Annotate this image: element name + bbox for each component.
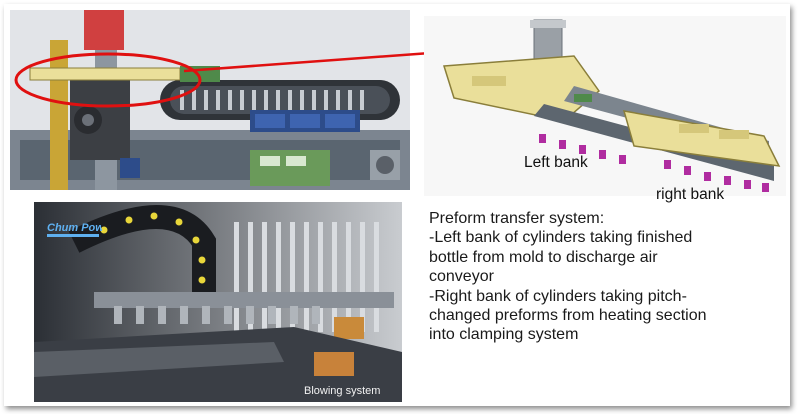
description-line: bottle from mold to discharge air (429, 248, 658, 266)
svg-text:Chum Power: Chum Power (47, 222, 102, 234)
description-line: Preform transfer system: (429, 210, 605, 227)
description-line: -Right bank of cylinders taking pitch- (429, 287, 687, 305)
description-line: conveyor (429, 268, 494, 286)
photo-caption: Blowing system (304, 385, 381, 397)
description-line: -Left bank of cylinders taking finished (429, 229, 693, 247)
slide: Left bank right bank (4, 4, 790, 406)
brand-logo: Chum Power (47, 222, 102, 237)
right-bank-label: right bank (656, 186, 725, 203)
left-bank-label: Left bank (524, 154, 588, 171)
transfer-cad-image (424, 16, 786, 196)
highlight-ellipse (14, 52, 202, 108)
description-line: changed preforms from heating section (429, 307, 707, 325)
description-line: into clamping system (429, 326, 579, 344)
machine-cad-image (10, 10, 410, 190)
description-text: Preform transfer system: -Left bank of c… (429, 209, 779, 345)
blowing-system-photo (34, 202, 402, 402)
